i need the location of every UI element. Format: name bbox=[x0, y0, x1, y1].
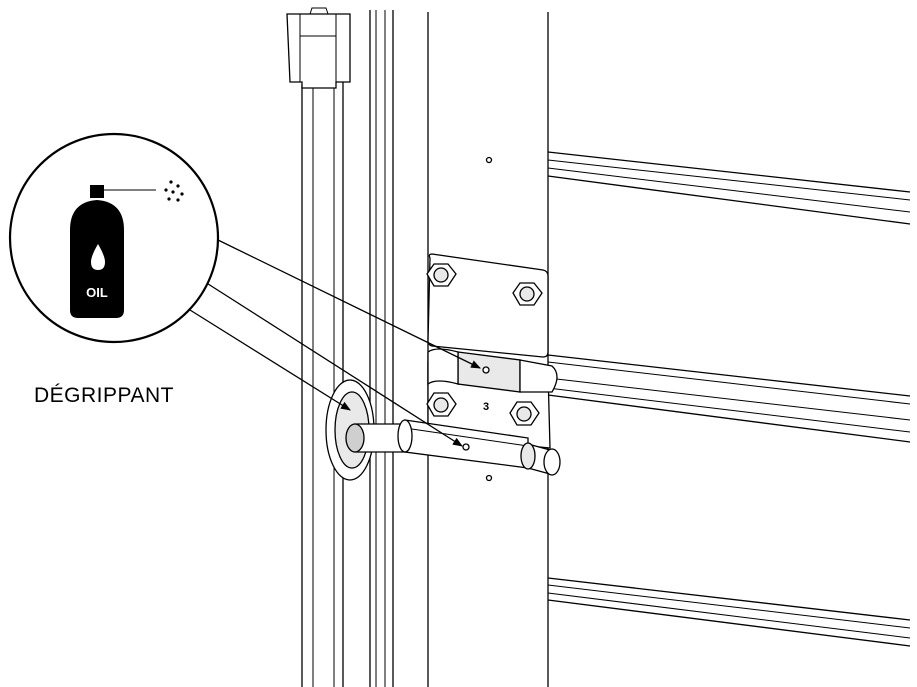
oil-drop-icon bbox=[91, 244, 105, 270]
hinge-plate-upper bbox=[426, 253, 549, 358]
bolt-lower-right bbox=[509, 401, 540, 426]
top-fitting bbox=[286, 7, 351, 89]
bolt-upper-right bbox=[512, 282, 543, 306]
panel-rails bbox=[547, 151, 911, 647]
stile-hole-lower bbox=[485, 474, 493, 482]
can-label: OIL bbox=[86, 285, 108, 300]
spray-can-icon: OIL bbox=[70, 185, 156, 318]
arrow-to-hinge bbox=[217, 239, 481, 369]
grease-hole-lower bbox=[462, 443, 470, 451]
caption-label: DÉGRIPPANT bbox=[34, 384, 174, 407]
hinge-plate-lower: 3 bbox=[426, 348, 558, 449]
arrow-to-shaft bbox=[204, 281, 463, 447]
hinge-number-label: 3 bbox=[483, 401, 489, 413]
oil-callout: OIL bbox=[8, 132, 220, 344]
spray-mist-icon bbox=[164, 180, 184, 202]
bolt-lower-left bbox=[426, 392, 457, 417]
arrow-to-wheel bbox=[189, 309, 351, 411]
lubrication-arrows bbox=[189, 239, 481, 447]
roller-shaft bbox=[345, 419, 561, 476]
grease-hole-upper bbox=[482, 366, 490, 374]
stile-hole-upper bbox=[485, 156, 493, 164]
bolt-upper-left bbox=[426, 263, 457, 287]
vertical-track bbox=[301, 10, 549, 687]
